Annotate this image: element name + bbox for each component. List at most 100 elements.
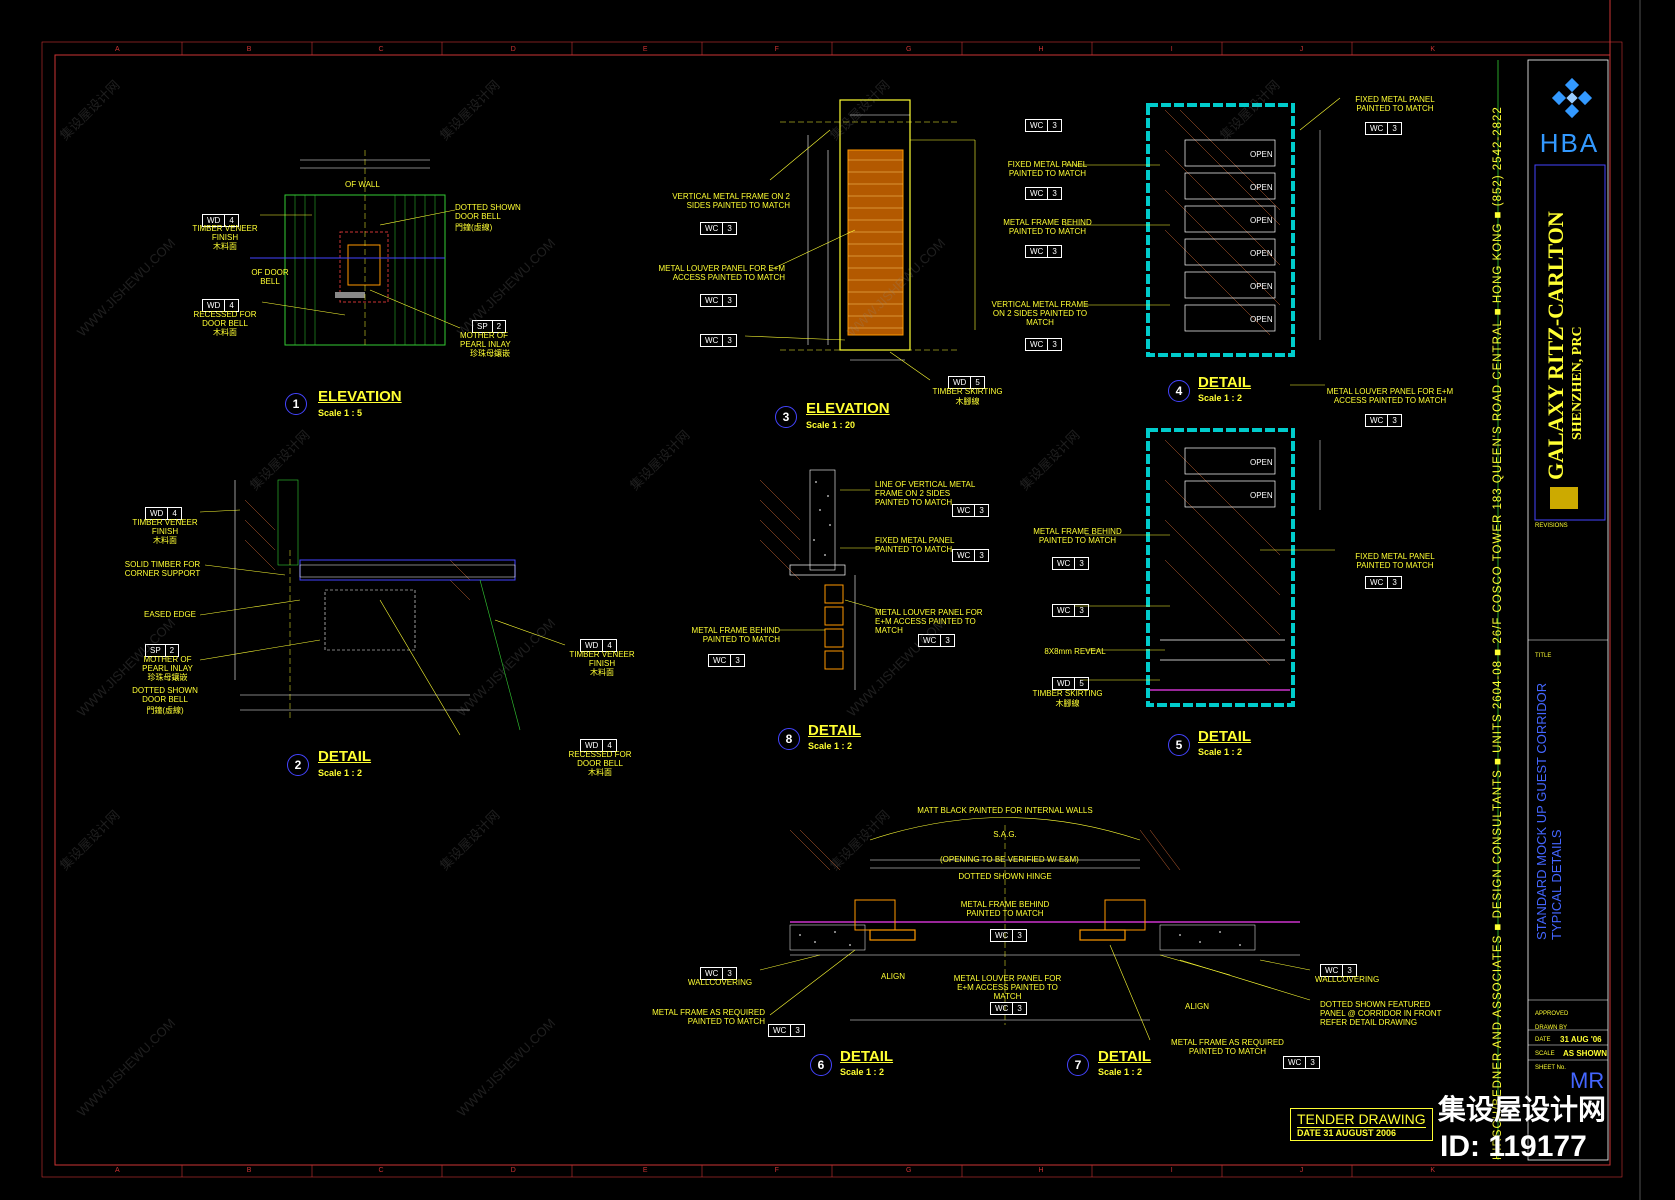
label-timber-skirting: TIMBER SKIRTING — [932, 387, 1003, 396]
drawing-2-geometry — [199, 479, 566, 736]
drawing-1-geometry — [250, 150, 461, 346]
code-number: 3 — [1047, 246, 1060, 257]
grid-f: F — [774, 46, 779, 53]
label-of-door-bell: OF DOOR BELL — [251, 268, 289, 286]
code-number: 3 — [1047, 120, 1060, 131]
drawing-3-title: ELEVATION — [806, 400, 890, 417]
drawing-8-title: DETAIL — [808, 722, 862, 739]
grid-f: F — [774, 1167, 779, 1174]
drawing-7-scale: Scale 1 : 2 — [1098, 1067, 1143, 1077]
label-timber-skirting-cn: 木腳線 — [1055, 699, 1080, 708]
label-open-4: OPEN — [1250, 249, 1273, 258]
grid-g: G — [905, 46, 912, 53]
label-open-6: OPEN — [1250, 315, 1273, 324]
label-mother-pearl: MOTHER OF PEARL INLAY — [142, 655, 193, 673]
code-number: 3 — [1387, 415, 1400, 426]
label-sag: S.A.G. — [993, 830, 1017, 839]
code-label: WC — [1325, 966, 1339, 975]
label-fixed-panel: FIXED METAL PANEL PAINTED TO MATCH — [1007, 160, 1088, 178]
code-number: 3 — [1074, 558, 1087, 569]
grid-c: C — [378, 46, 384, 53]
grid-j: J — [1299, 1167, 1304, 1174]
drawing-2-scale: Scale 1 : 2 — [318, 768, 363, 778]
code-label: WC — [705, 969, 719, 978]
grid-c: C — [378, 1167, 384, 1174]
code-label: WC — [705, 296, 719, 305]
drawing-7-title: DETAIL — [1098, 1048, 1152, 1065]
code-number: 3 — [1342, 965, 1355, 976]
drawing-4-number: 4 — [1168, 380, 1190, 402]
code-number: 3 — [1047, 188, 1060, 199]
code-label: WD — [207, 301, 221, 310]
code-label: WC — [1030, 189, 1044, 198]
code-number: 4 — [602, 740, 615, 751]
code-label: WD — [150, 509, 164, 518]
label-mother-pearl: MOTHER OF PEARL INLAY — [460, 331, 511, 349]
tender-date: DATE 31 AUGUST 2006 — [1297, 1128, 1397, 1138]
label-dotted-hinge: DOTTED SHOWN HINGE — [958, 872, 1052, 881]
label-frame-behind: METAL FRAME BEHIND PAINTED TO MATCH — [1033, 527, 1122, 545]
label-recessed-bell: RECESSED FOR DOOR BELL — [568, 750, 632, 768]
label-dotted-featured: DOTTED SHOWN FEATURED PANEL @ CORRIDOR I… — [1320, 1000, 1442, 1027]
label-fixed-panel: FIXED METAL PANEL PAINTED TO MATCH — [1355, 552, 1435, 570]
label-dotted-bell: DOTTED SHOWN DOOR BELL — [132, 686, 198, 704]
label-reveal: 8X8mm REVEAL — [1044, 647, 1106, 656]
firm-name: HBA — [1539, 128, 1600, 158]
label-timber-veneer-cn: 木料面 — [590, 668, 614, 677]
label-frame-behind: METAL FRAME BEHIND PAINTED TO MATCH — [691, 626, 780, 644]
grid-i: I — [1170, 46, 1173, 53]
drawing-4-title: DETAIL — [1198, 374, 1252, 391]
drawn-by-label: DRAWN BY — [1535, 1025, 1568, 1031]
drawing-7-number: 7 — [1067, 1054, 1089, 1076]
label-recessed-bell: RECESSED FOR DOOR BELL — [193, 310, 257, 328]
sheet-no-value: MR — [1570, 1068, 1605, 1093]
label-metal-louver: METAL LOUVER PANEL FOR E+M ACCESS PAINTE… — [658, 264, 785, 282]
code-number: 4 — [224, 300, 237, 311]
code-number: 3 — [1387, 123, 1400, 134]
project-name: GALAXY RITZ-CARLTON — [1543, 211, 1568, 480]
grid-d: D — [510, 46, 516, 53]
tender-stamp: TENDER DRAWING DATE 31 AUGUST 2006 — [1290, 1108, 1433, 1141]
grid-k: K — [1430, 46, 1435, 53]
label-timber-skirting-cn: 木腳線 — [955, 397, 980, 406]
code-number: 3 — [1305, 1057, 1318, 1068]
label-timber-veneer-cn: 木料面 — [213, 242, 237, 251]
drawing-1-scale: Scale 1 : 5 — [318, 408, 363, 418]
tender-title: TENDER DRAWING — [1297, 1111, 1426, 1128]
code-label: WC — [1057, 606, 1071, 615]
code-label: WC — [1030, 121, 1044, 130]
site-watermark-id: ID: 119177 — [1440, 1130, 1587, 1163]
approved-label: APPROVED — [1535, 1011, 1569, 1017]
drawing-6-title: DETAIL — [840, 1048, 894, 1065]
label-open-2: OPEN — [1250, 183, 1273, 192]
project-location: SHENZHEN, PRC — [1570, 326, 1585, 440]
label-dotted-bell-cn: 門鐘(虛線) — [146, 706, 184, 715]
grid-b: B — [246, 1167, 252, 1174]
project-logo-icon — [1550, 487, 1578, 509]
label-metal-frame-req: METAL FRAME AS REQUIRED PAINTED TO MATCH — [1171, 1038, 1284, 1056]
code-label: WD — [207, 216, 221, 225]
code-label: WD — [953, 378, 967, 387]
label-dotted-bell: DOTTED SHOWN DOOR BELL — [455, 203, 521, 221]
code-number: 3 — [1047, 339, 1060, 350]
drawing-4-scale: Scale 1 : 2 — [1198, 393, 1243, 403]
label-timber-veneer: TIMBER VENEER FINISH — [192, 224, 258, 242]
code-number: 3 — [1074, 605, 1087, 616]
label-vert-frame: VERTICAL METAL FRAME ON 2 SIDES PAINTED … — [991, 300, 1089, 327]
code-number: 3 — [940, 635, 953, 646]
code-label: WC — [705, 224, 719, 233]
code-label: WD — [585, 641, 599, 650]
date-value: 31 AUG '06 — [1560, 1035, 1602, 1044]
site-watermark: 集设屋设计网 — [1438, 1094, 1607, 1125]
label-mother-pearl-cn: 珍珠母鑲嵌 — [470, 349, 510, 358]
